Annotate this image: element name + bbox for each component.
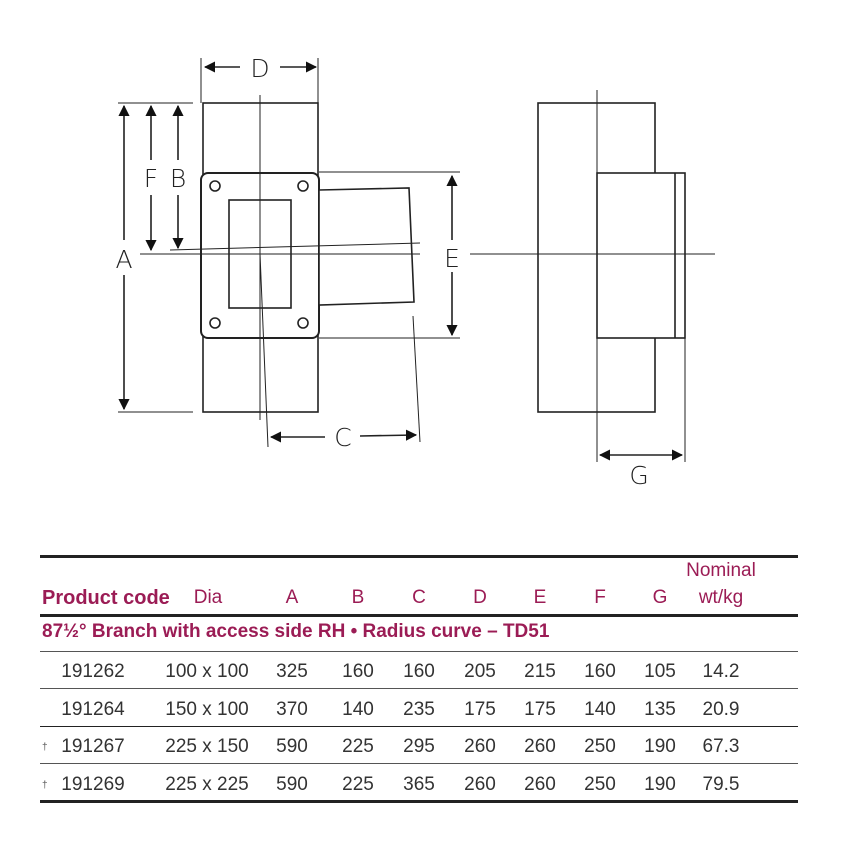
cell-wt: 20.9 [702, 698, 740, 720]
cell-A: 590 [276, 736, 308, 757]
side-view [470, 90, 715, 462]
row-divider [40, 651, 798, 652]
cell-E: 260 [524, 773, 556, 795]
header-dia: Dia [193, 587, 223, 608]
bolt-hole [297, 180, 309, 192]
cell-C: 160 [403, 661, 435, 682]
cell-C: 235 [403, 698, 435, 720]
cell-F: 160 [584, 661, 616, 682]
cell-code: 191267 [61, 736, 125, 757]
cell-E: 260 [524, 736, 556, 757]
row-divider [40, 688, 798, 689]
header-G: G [652, 587, 668, 608]
header-rule [40, 614, 798, 617]
cell-E: 175 [524, 698, 556, 720]
cell-G: 190 [644, 736, 676, 757]
header-nominal: Nominal [686, 560, 756, 581]
label-A: A [115, 245, 132, 274]
cell-A: 370 [276, 698, 308, 720]
cell-D: 175 [464, 698, 496, 720]
section-title: 87½° Branch with access side RH • Radius… [42, 621, 550, 642]
header-wt-kg: wt/kg [698, 587, 744, 608]
header-F: F [594, 587, 606, 608]
cell-wt: 79.5 [702, 773, 740, 795]
header-C: C [412, 587, 426, 608]
cell-B: 225 [342, 736, 374, 757]
branch-technical-drawing: D A F B E C G [112, 54, 715, 490]
label-G: G [629, 461, 648, 490]
cell-B: 225 [342, 773, 374, 795]
header-D: D [473, 587, 487, 608]
cell-dia: 225 x 225 [165, 773, 249, 795]
cell-dia: 100 x 100 [165, 661, 249, 682]
table-bottom-rule [40, 800, 798, 803]
cell-F: 250 [584, 773, 616, 795]
row-divider [40, 725, 798, 727]
header-E: E [533, 587, 547, 608]
branch-spigot [596, 172, 686, 339]
cell-E: 215 [524, 661, 556, 682]
cell-D: 260 [464, 736, 496, 757]
cell-A: 325 [276, 661, 308, 682]
header-product-code: Product code [42, 587, 170, 609]
bolt-hole [209, 317, 221, 329]
cell-code: 191264 [61, 698, 125, 720]
label-C: C [334, 423, 351, 452]
cell-G: 190 [644, 773, 676, 795]
label-D: D [250, 54, 269, 83]
row-divider [40, 763, 798, 764]
cell-F: 140 [584, 698, 616, 720]
bolt-hole [209, 180, 221, 192]
cell-code: 191262 [61, 661, 125, 682]
cell-B: 160 [342, 661, 374, 682]
branch-outlet [318, 187, 415, 306]
bolt-hole [297, 317, 309, 329]
front-view [118, 58, 460, 448]
cell-G: 105 [644, 661, 676, 682]
cell-C: 295 [403, 736, 435, 757]
cell-B: 140 [342, 698, 374, 720]
header-A: A [285, 587, 299, 608]
cell-C: 365 [403, 773, 435, 795]
cell-code: 191269 [61, 773, 125, 795]
label-F: F [144, 164, 158, 193]
cell-A: 590 [276, 773, 308, 795]
cell-dia: 225 x 150 [165, 736, 249, 757]
cell-D: 205 [464, 661, 496, 682]
availability-marker: † [42, 779, 48, 791]
label-B: B [170, 164, 186, 193]
availability-marker: † [42, 742, 48, 753]
cell-G: 135 [644, 698, 676, 720]
cell-wt: 67.3 [702, 736, 740, 757]
cell-wt: 14.2 [702, 661, 740, 682]
cell-dia: 150 x 100 [165, 698, 249, 720]
table-top-rule [40, 555, 798, 558]
header-B: B [351, 587, 365, 608]
label-E: E [444, 244, 460, 273]
cell-F: 250 [584, 736, 616, 757]
cell-D: 260 [464, 773, 496, 795]
dimension-labels: D A F B E C G [112, 54, 649, 490]
product-table: Product code Dia A B C D E F G Nominal w… [40, 0, 798, 850]
